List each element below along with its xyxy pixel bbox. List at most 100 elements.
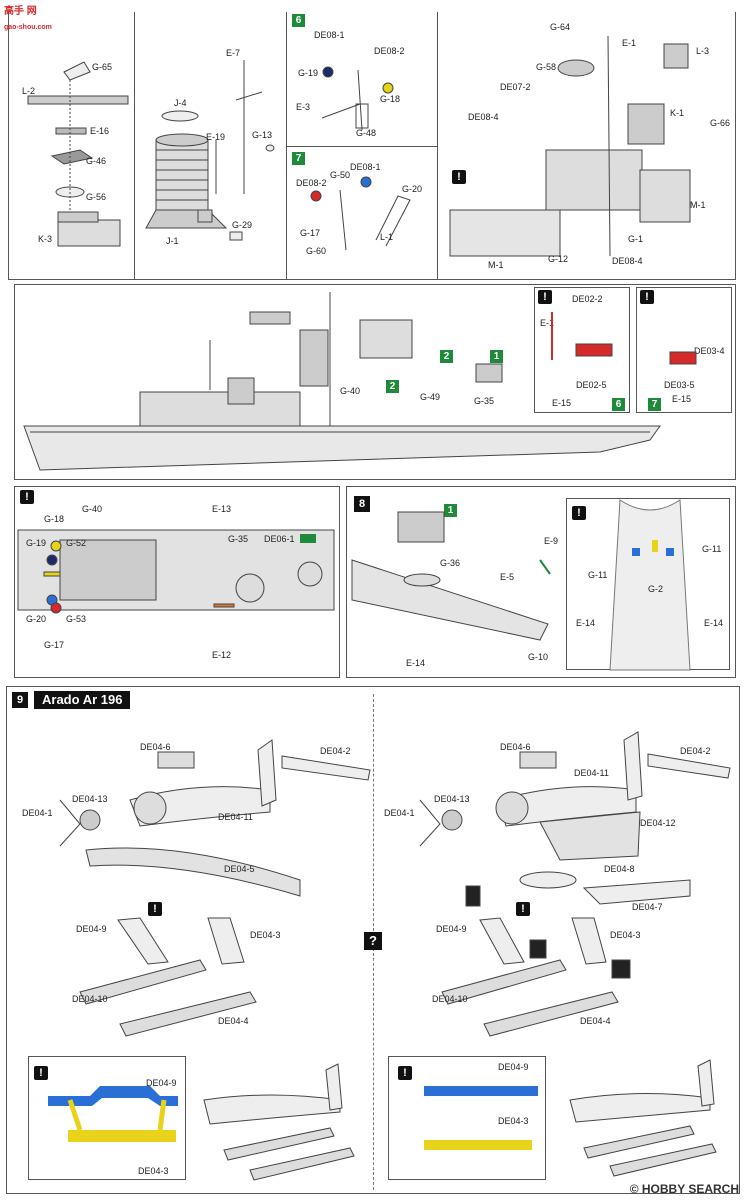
label-G-46: G-46: [86, 156, 107, 166]
label-G-50: G-50: [330, 170, 351, 180]
label-J-1: J-1: [166, 236, 179, 246]
label-G-18: G-18: [380, 94, 401, 104]
watermark-logo: 高手 网: [4, 6, 37, 17]
label-G-29: G-29: [232, 220, 253, 230]
label-E-9: E-9: [544, 536, 559, 546]
label-inset-DE04-3: DE04-3: [138, 1166, 169, 1176]
label-L-3: L-3: [696, 46, 710, 56]
label-J-4: J-4: [174, 98, 187, 108]
label-DE04-4-r: DE04-4: [580, 1016, 611, 1026]
label-G-58: G-58: [536, 62, 557, 72]
label-DE04-13-r: DE04-13: [434, 794, 470, 804]
label-L-2: L-2: [22, 86, 36, 96]
label-E-3: E-3: [296, 102, 311, 112]
label-E-12: E-12: [212, 650, 232, 660]
label-L-1: L-1: [380, 232, 394, 242]
hull-panel: [14, 284, 736, 480]
label-DE04-2-r: DE04-2: [680, 746, 711, 756]
label-DE04-10: DE04-10: [72, 994, 108, 1004]
label-G-11-left: G-11: [588, 570, 608, 580]
label-DE07-2: DE07-2: [500, 82, 531, 92]
label-DE03-5: DE03-5: [664, 380, 695, 390]
label-DE03-4: DE03-4: [694, 346, 725, 356]
label-G-60: G-60: [306, 246, 327, 256]
label-K-1: K-1: [670, 108, 685, 118]
de06-1-swatch: [300, 534, 316, 543]
step-8-panel: [346, 486, 736, 678]
label-DE08-1b: DE08-1: [350, 162, 381, 172]
inset-right: [388, 1056, 546, 1180]
label-E-14: E-14: [406, 658, 426, 668]
label-E-14-left: E-14: [576, 618, 596, 628]
label-inset-DE04-9-r: DE04-9: [498, 1062, 529, 1072]
inset-left: [28, 1056, 186, 1180]
inset-7-badge: 7: [648, 398, 661, 411]
label-DE08-2: DE08-2: [374, 46, 405, 56]
deck-panel: [14, 486, 340, 678]
label-E-19: E-19: [206, 132, 226, 142]
label-G-10: G-10: [528, 652, 549, 662]
label-DE04-3: DE04-3: [250, 930, 281, 940]
label-E-5: E-5: [500, 572, 515, 582]
label-G-65: G-65: [92, 62, 113, 72]
label-E-1: E-1: [622, 38, 637, 48]
step-7-badge: 7: [292, 152, 305, 165]
label-E-13: E-13: [212, 504, 232, 514]
label-G-52: G-52: [66, 538, 87, 548]
label-E-16: E-16: [90, 126, 110, 136]
label-DE06-1: DE06-1: [264, 534, 295, 544]
label-DE04-3-r: DE04-3: [610, 930, 641, 940]
step-8-green-1: 1: [444, 504, 457, 517]
step-9-panel: [6, 686, 740, 1194]
label-G-2: G-2: [648, 584, 664, 594]
label-G-35: G-35: [474, 396, 495, 406]
label-DE04-7: DE04-7: [632, 902, 663, 912]
label-G-1: G-1: [628, 234, 644, 244]
label-DE04-13: DE04-13: [72, 794, 108, 804]
label-DE08-2b: DE08-2: [296, 178, 327, 188]
label-E-15a: E-15: [552, 398, 572, 408]
label-G-64: G-64: [550, 22, 571, 32]
exclamation-plane-right: !: [516, 902, 530, 916]
label-G-36: G-36: [440, 558, 461, 568]
step-6-badge: 6: [292, 14, 305, 27]
label-DE04-6: DE04-6: [140, 742, 171, 752]
label-M-1: M-1: [690, 200, 706, 210]
label-G-17: G-17: [300, 228, 321, 238]
label-G-40-deck: G-40: [82, 504, 103, 514]
label-E-1-inset: E-1: [540, 318, 555, 328]
exclamation-inset-7: !: [640, 290, 654, 304]
label-DE02-5: DE02-5: [576, 380, 607, 390]
label-G-53: G-53: [66, 614, 87, 624]
label-DE04-1-r: DE04-1: [384, 808, 415, 818]
label-DE04-9: DE04-9: [76, 924, 107, 934]
label-G-13: G-13: [252, 130, 273, 140]
label-DE04-1: DE04-1: [22, 808, 53, 818]
label-E-14-right: E-14: [704, 618, 724, 628]
label-G-19: G-19: [298, 68, 319, 78]
divider-1: [134, 12, 135, 280]
label-inset-DE04-3-r: DE04-3: [498, 1116, 529, 1126]
label-DE08-4b: DE08-4: [612, 256, 643, 266]
label-G-11-right: G-11: [702, 544, 722, 554]
label-E-15b: E-15: [672, 394, 692, 404]
label-DE04-5: DE04-5: [224, 864, 255, 874]
exclamation-top-right: !: [452, 170, 466, 184]
label-G-19-deck: G-19: [26, 538, 47, 548]
label-DE04-2: DE04-2: [320, 746, 351, 756]
label-DE04-10-r: DE04-10: [432, 994, 468, 1004]
label-G-20-deck: G-20: [26, 614, 47, 624]
label-DE04-6-r: DE04-6: [500, 742, 531, 752]
exclamation-step-8: !: [572, 506, 586, 520]
label-DE04-12: DE04-12: [640, 818, 676, 828]
hull-step-2a: 2: [440, 350, 453, 363]
label-E-7: E-7: [226, 48, 241, 58]
label-DE04-9-r: DE04-9: [436, 924, 467, 934]
